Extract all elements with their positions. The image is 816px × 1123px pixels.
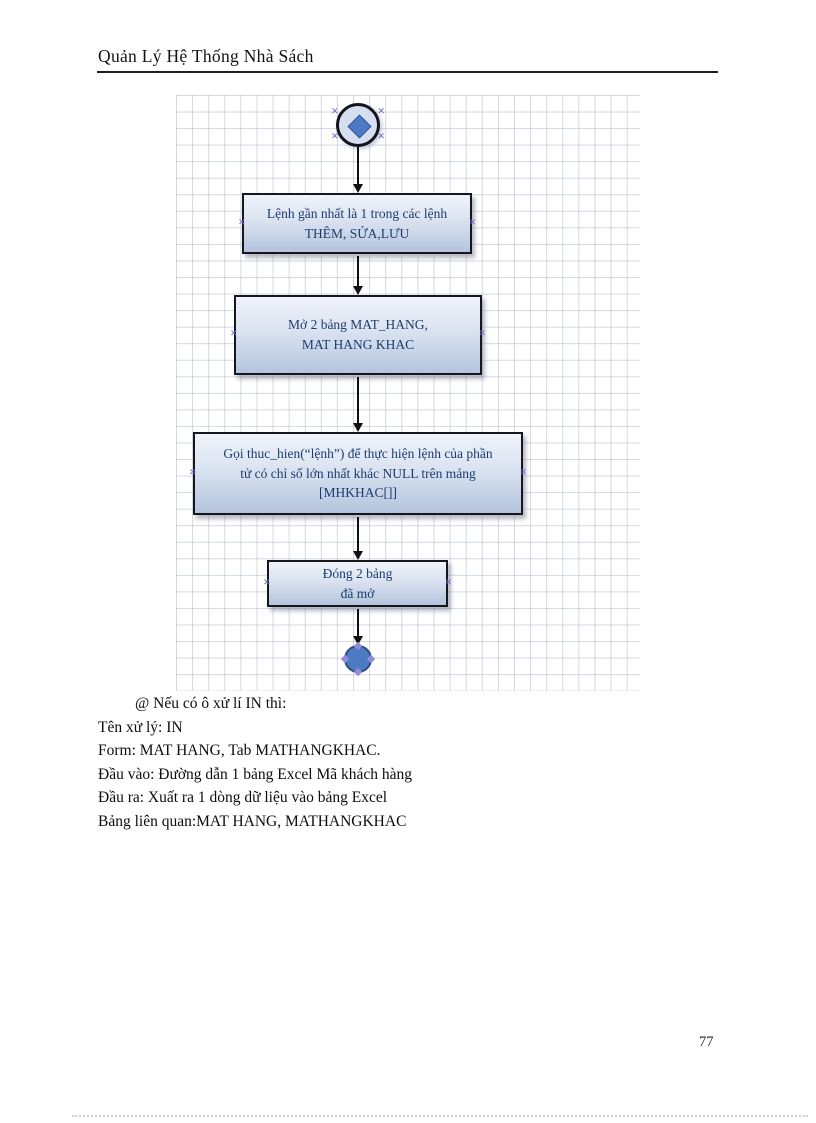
start-diamond-icon	[346, 113, 372, 139]
notes-block: @ Nếu có ô xử lí IN thì: Tên xử lý: IN F…	[98, 692, 658, 833]
selection-handle-icon	[353, 667, 363, 677]
page-number: 77	[699, 1034, 714, 1050]
selection-handle-icon: ✕	[331, 107, 339, 117]
step-label-line: Đóng 2 bảng	[322, 565, 393, 581]
connection-point-icon: ✕	[263, 577, 271, 588]
flowchart-start-node[interactable]: ✕ ✕ ✕ ✕	[331, 103, 385, 147]
step-label-line: đã mở	[340, 585, 375, 601]
selection-handle-icon: ✕	[377, 132, 385, 142]
flowchart-canvas: ✕ ✕ ✕ ✕ ✕ ✕ Lệnh gần nhất là 1 trong các…	[176, 95, 640, 691]
flowchart-end-node[interactable]	[340, 641, 376, 677]
selection-handle-icon	[366, 654, 376, 664]
note-line: Đầu ra: Xuất ra 1 dòng dữ liệu vào bảng …	[98, 789, 388, 806]
connection-point-icon: ✕	[230, 329, 238, 339]
flow-arrow-1[interactable]	[353, 147, 363, 193]
flow-arrow-5[interactable]	[353, 609, 363, 645]
flowchart-step-close-tables[interactable]: ✕ ✕ Đóng 2 bảng đã mở	[263, 560, 452, 607]
note-line: Bảng liên quan:MAT HANG, MATHANGKHAC	[98, 812, 407, 830]
header-divider	[97, 71, 718, 73]
connection-point-icon: ✕	[444, 577, 452, 588]
flowchart-step-execute-command[interactable]: ✕ ✕ Gọi thuc_hien(“lệnh”) để thực hiện l…	[189, 432, 527, 515]
flowchart-step-check-command[interactable]: ✕ ✕ Lệnh gần nhất là 1 trong các lệnh TH…	[238, 193, 476, 254]
step-label-line: tử có chỉ số lớn nhất khác NULL trên mản…	[240, 465, 476, 481]
page-title: Quản Lý Hệ Thống Nhà Sách	[98, 46, 314, 66]
flow-arrow-4[interactable]	[353, 517, 363, 560]
flow-arrow-2[interactable]	[353, 256, 363, 295]
step-label-line: Gọi thuc_hien(“lệnh”) để thực hiện lệnh …	[223, 445, 493, 461]
page-bottom-border	[72, 1115, 808, 1117]
connection-point-icon: ✕	[238, 217, 246, 228]
connection-point-icon: ✕	[478, 329, 486, 339]
selection-handle-icon: ✕	[331, 132, 339, 142]
step-label-line: Lệnh gần nhất là 1 trong các lệnh	[266, 205, 448, 221]
step-label-line: Mở 2 bảng MAT_HANG,	[288, 317, 428, 333]
flow-arrow-3[interactable]	[353, 377, 363, 432]
step-label-line: [MHKHAC[]]	[319, 485, 397, 501]
note-line: Form: MAT HANG, Tab MATHANGKHAC.	[98, 742, 381, 759]
selection-handle-icon	[340, 654, 350, 664]
selection-handle-icon: ✕	[377, 107, 385, 117]
note-line: Đầu vào: Đường dẫn 1 bảng Excel Mã khách…	[98, 765, 413, 783]
note-intro-line: @ Nếu có ô xử lí IN thì:	[135, 695, 287, 712]
step-label-line: THÊM, SỬA,LƯU	[304, 225, 410, 241]
connection-point-icon: ✕	[519, 467, 527, 478]
step-label-line: MAT HANG KHAC	[301, 337, 415, 352]
connection-point-icon: ✕	[189, 467, 197, 478]
flowchart-step-open-tables[interactable]: ✕ ✕ Mở 2 bảng MAT_HANG, MAT HANG KHAC	[230, 295, 486, 375]
note-line: Tên xử lý: IN	[98, 718, 183, 736]
connection-point-icon: ✕	[468, 217, 476, 228]
